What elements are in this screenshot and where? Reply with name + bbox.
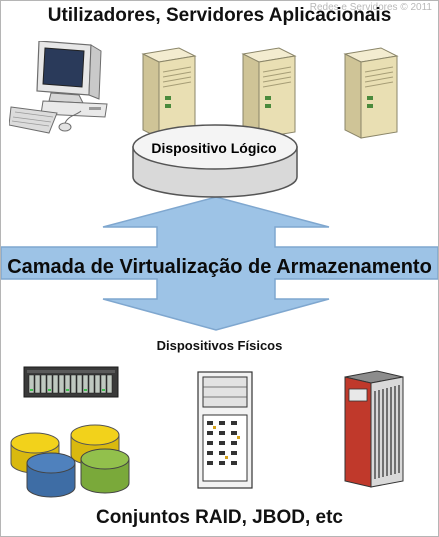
physical-devices-label: Dispositivos Físicos [156,338,283,353]
tower-server-icon [141,47,197,139]
tower-server-icon [343,47,399,139]
rack-disk-array-icon [23,366,119,398]
bidirectional-arrow-icon [1,196,438,331]
top-title: Utilizadores, Servidores Aplicacionais [47,5,392,26]
logical-device-cylinder-icon [132,124,298,198]
virtualization-layer-label: Camada de Virtualização de Armazenamento [7,256,432,278]
logical-device-label: Dispositivo Lógico [151,140,277,156]
disk-stack-icon [10,424,130,498]
desktop-computer-icon [9,41,108,134]
storage-cabinet-icon [197,371,253,489]
watermark: Redes e Servidores © 2011 [309,2,432,13]
tower-server-icon [241,47,297,139]
bottom-title: Conjuntos RAID, JBOD, etc [95,507,343,528]
storage-rack-red-icon [344,370,404,488]
